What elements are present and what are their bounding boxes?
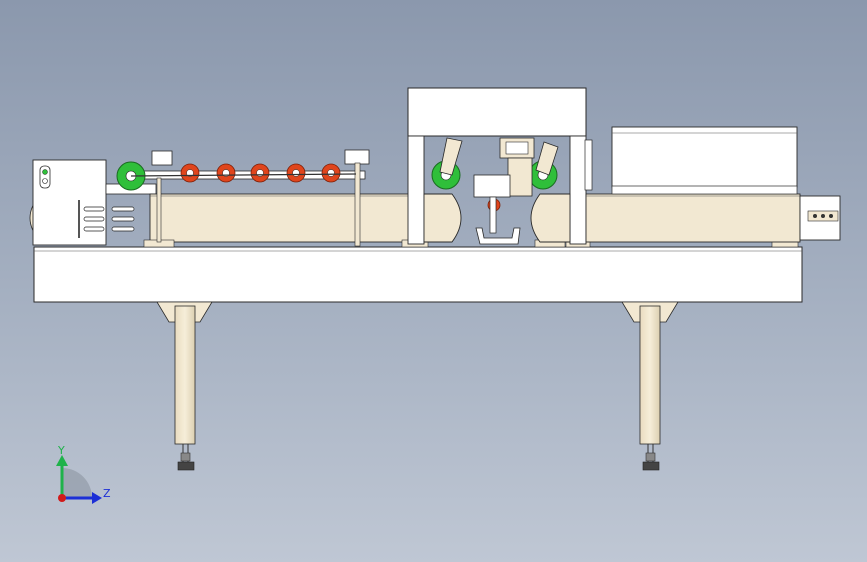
coordinate-triad: Y Z [56, 444, 111, 504]
center-tray [475, 227, 521, 245]
z-axis-label: Z [103, 487, 111, 500]
red-roller [321, 163, 341, 183]
red-roller [286, 163, 306, 183]
center-slider [473, 137, 535, 234]
y-axis-label: Y [57, 444, 65, 457]
right-crank-arm [535, 141, 559, 176]
right-top-cover [611, 126, 798, 195]
triad-quadrant [62, 468, 92, 498]
center-left-drum [423, 193, 462, 243]
y-axis-arrow [56, 455, 68, 466]
center-right-drum [530, 193, 571, 243]
right-conveyor-frame [585, 193, 801, 243]
left-crank-arm [439, 137, 463, 176]
red-roller [180, 163, 200, 183]
z-axis-arrow [92, 492, 102, 504]
left-conveyor-frame [149, 193, 416, 243]
right-leg [621, 301, 679, 471]
red-roller [216, 163, 236, 183]
x-axis-dot [58, 494, 66, 502]
red-roller [250, 163, 270, 183]
center-housing [407, 87, 593, 245]
right-end-drive [799, 195, 841, 241]
left-leg [156, 301, 213, 471]
roller-chain [130, 173, 357, 177]
base-plate [33, 246, 803, 303]
